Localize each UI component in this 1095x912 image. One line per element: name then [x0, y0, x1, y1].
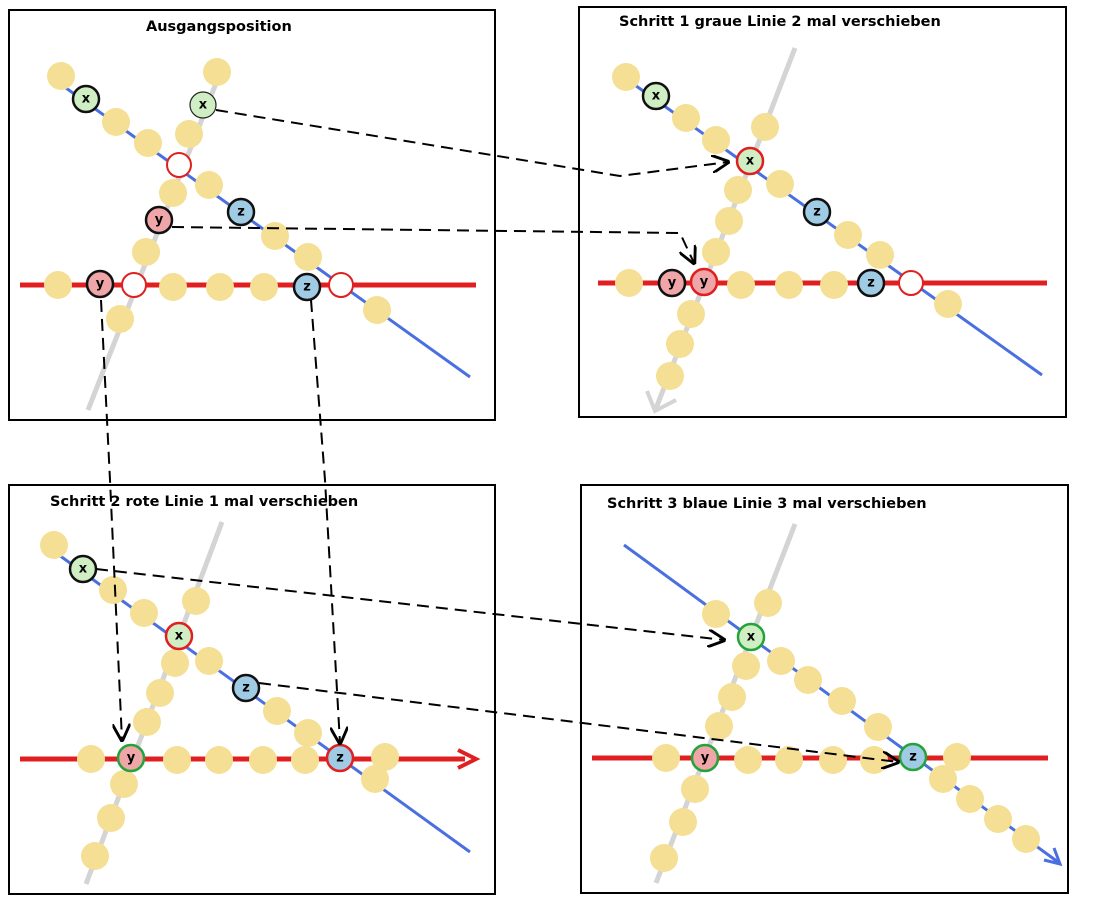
beads: [40, 531, 399, 870]
svg-text:x: x: [82, 92, 91, 107]
empty-slots: [898, 270, 924, 296]
svg-text:z: z: [336, 751, 344, 766]
svg-text:z: z: [237, 205, 245, 220]
svg-text:z: z: [242, 681, 250, 696]
beads: [44, 58, 391, 333]
arrow-x-to-step3: [95, 568, 724, 640]
marker-y: y: [144, 205, 174, 235]
svg-text:x: x: [175, 629, 184, 644]
panel-title: Schritt 2 rote Linie 1 mal verschieben: [50, 494, 358, 510]
connector-arrows: [95, 109, 898, 762]
svg-text:z: z: [303, 280, 311, 295]
svg-text:x: x: [199, 98, 208, 113]
marker-z: z: [325, 743, 355, 773]
svg-text:y: y: [155, 213, 164, 228]
panel-title: Schritt 3 blaue Linie 3 mal verschieben: [607, 496, 927, 512]
marker-z: z: [856, 268, 886, 298]
panel-title: Schritt 1 graue Linie 2 mal verschieben: [619, 14, 941, 30]
svg-text:x: x: [652, 89, 661, 104]
panel-ausgangsposition: Ausgangsposition: [8, 9, 496, 421]
marker-x: x: [641, 81, 671, 111]
marker-x: x: [71, 84, 101, 114]
marker-y: y: [657, 268, 687, 298]
marker-y: y: [116, 743, 146, 773]
marker-z: z: [231, 673, 261, 703]
gray-line-arrowhead: [645, 390, 677, 414]
blue-line-arrowhead: [1043, 847, 1063, 867]
marker-x: x: [68, 554, 98, 584]
marker-y: y: [85, 269, 115, 299]
panel-schritt-2: Schritt 2 rote Linie 1 mal verschieben: [8, 484, 496, 895]
marker-x: x: [736, 622, 766, 652]
marker-y: y: [689, 267, 719, 297]
svg-text:y: y: [127, 751, 136, 766]
arrow-z-to-step3: [258, 682, 898, 762]
svg-text:y: y: [96, 277, 105, 292]
marker-x: x: [735, 146, 765, 176]
svg-text:x: x: [79, 562, 88, 577]
panel-schritt-3: Schritt 3 blaue Linie 3 mal verschieben: [580, 484, 1069, 894]
red-line-arrowhead: [457, 748, 481, 770]
marker-y: y: [690, 743, 720, 773]
marker-z: z: [292, 272, 322, 302]
svg-text:z: z: [909, 750, 917, 765]
marker-x: x: [189, 91, 217, 119]
panel-schritt-1: Schritt 1 graue Linie 2 mal verschieben: [578, 6, 1067, 418]
svg-text:x: x: [747, 630, 756, 645]
svg-text:y: y: [668, 276, 677, 291]
marker-z: z: [898, 742, 928, 772]
svg-text:z: z: [813, 205, 821, 220]
beads: [650, 589, 1040, 872]
empty-slots: [121, 152, 354, 298]
marker-x: x: [164, 621, 194, 651]
panel-title: Ausgangsposition: [146, 19, 292, 35]
arrow-x-to-step1: [215, 109, 728, 178]
svg-text:x: x: [746, 154, 755, 169]
svg-text:y: y: [700, 275, 709, 290]
beads: [612, 63, 962, 390]
svg-text:z: z: [867, 276, 875, 291]
svg-text:y: y: [701, 751, 710, 766]
marker-z: z: [802, 197, 832, 227]
arrow-z-to-step2: [310, 299, 340, 743]
arrow-y-to-step2: [100, 299, 122, 740]
marker-z: z: [226, 197, 256, 227]
